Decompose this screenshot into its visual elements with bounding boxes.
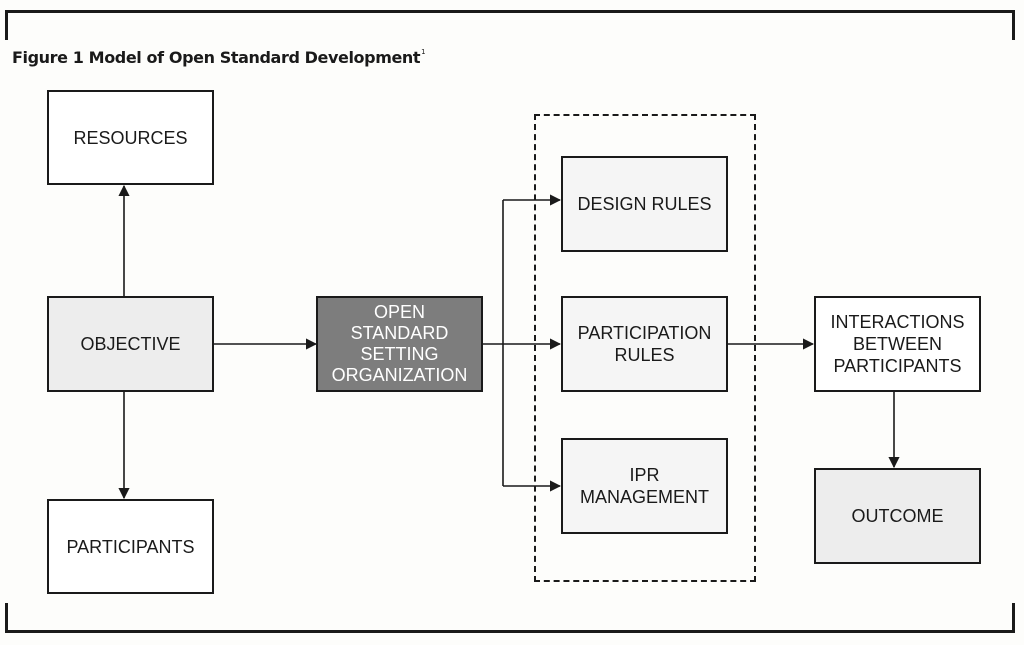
open-standard-setting-organization-box: OPEN STANDARD SETTING ORGANIZATION	[316, 296, 483, 392]
participation-rules-label-line-1: PARTICIPATION	[577, 323, 712, 343]
ipr-management-label: IPR MANAGEMENT	[580, 464, 709, 508]
osso-label-line-1: OPEN	[373, 302, 425, 322]
interactions-between-participants-box: INTERACTIONS BETWEEN PARTICIPANTS	[814, 296, 981, 392]
frame-top-line	[5, 10, 1015, 13]
ipr-management-label-line-2: MANAGEMENT	[579, 487, 709, 507]
design-rules-box: DESIGN RULES	[561, 156, 728, 252]
figure-caption: Figure 1 Model of Open Standard Developm…	[12, 48, 426, 67]
rules-group-dashed-box	[534, 114, 756, 582]
objective-box: OBJECTIVE	[47, 296, 214, 392]
figure-caption-footnote: 1	[421, 48, 426, 56]
resources-label: RESOURCES	[73, 127, 188, 148]
outcome-label: OUTCOME	[851, 506, 944, 526]
ipr-management-label-line-1: IPR	[629, 465, 660, 485]
interactions-label-line-1: INTERACTIONS	[830, 312, 965, 332]
interactions-label: INTERACTIONS BETWEEN PARTICIPANTS	[830, 311, 964, 377]
ipr-management-box: IPR MANAGEMENT	[561, 438, 728, 534]
resources-box: RESOURCES	[47, 90, 214, 185]
frame-bottom-right-tick	[1012, 603, 1015, 633]
participants-label: PARTICIPANTS	[66, 536, 195, 557]
osso-label-line-4: ORGANIZATION	[331, 365, 468, 385]
figure-caption-text: Figure 1 Model of Open Standard Developm…	[12, 48, 421, 67]
outcome-box: OUTCOME	[814, 468, 981, 564]
design-rules-label: DESIGN RULES	[577, 194, 712, 214]
frame-bottom-line	[5, 630, 1015, 633]
frame-top-right-tick	[1012, 10, 1015, 40]
osso-label: OPEN STANDARD SETTING ORGANIZATION	[332, 302, 468, 386]
frame-bottom-left-tick	[5, 603, 8, 633]
interactions-label-line-3: PARTICIPANTS	[833, 356, 962, 376]
participation-rules-label: PARTICIPATION RULES	[578, 322, 712, 366]
frame-top-left-tick	[5, 10, 8, 40]
interactions-label-line-2: BETWEEN	[852, 334, 942, 354]
osso-label-line-2: STANDARD	[350, 323, 449, 343]
participation-rules-label-line-2: RULES	[614, 345, 675, 365]
objective-label: OBJECTIVE	[80, 334, 181, 354]
participation-rules-box: PARTICIPATION RULES	[561, 296, 728, 392]
osso-label-line-3: SETTING	[360, 344, 439, 364]
participants-box: PARTICIPANTS	[47, 499, 214, 594]
